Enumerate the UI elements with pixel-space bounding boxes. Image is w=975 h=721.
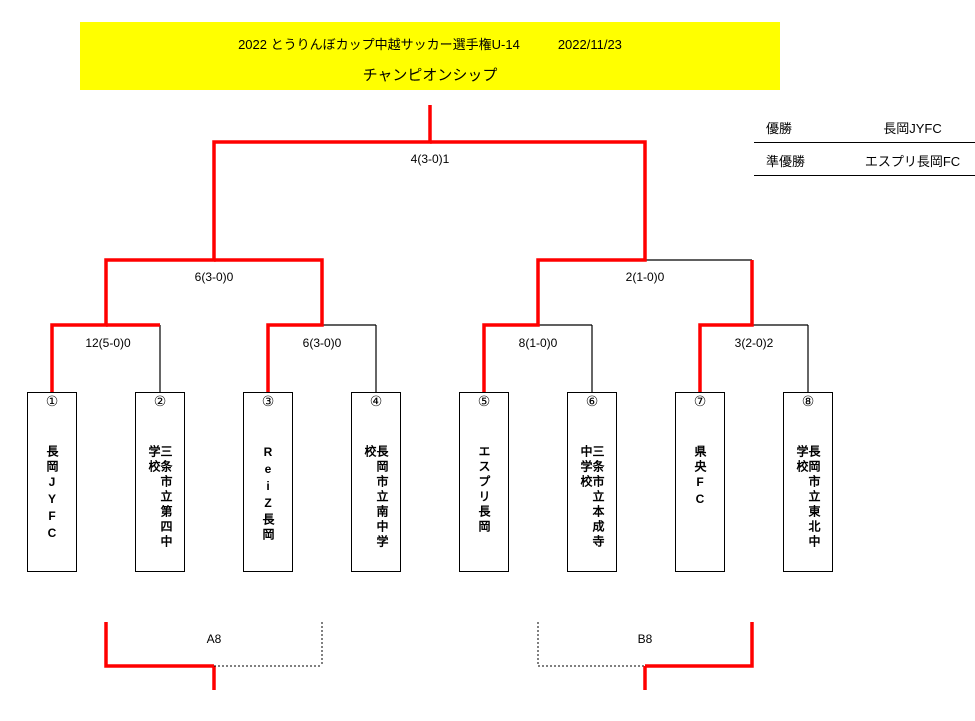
result-label: 優勝	[766, 121, 793, 136]
score-qf4: 3(2-0)2	[734, 336, 774, 350]
team-box-8: ⑧ 長岡市立東北中学校	[783, 392, 833, 572]
score-semi-right: 2(1-0)0	[625, 270, 665, 284]
group-label-b: B8	[637, 632, 653, 646]
group-bracket-b	[537, 622, 754, 690]
team-name: 県央FC	[693, 445, 707, 509]
score-qf3: 8(1-0)0	[518, 336, 558, 350]
header-subtitle: チャンピオンシップ	[362, 67, 498, 84]
team-name: 長岡市立東北中学校	[795, 445, 821, 550]
team-number: ④	[369, 393, 383, 409]
team-number: ②	[153, 393, 167, 409]
result-value: エスプリ長岡FC	[864, 154, 961, 169]
result-label: 準優勝	[766, 154, 806, 169]
team-name: エスプリ長岡	[477, 445, 491, 535]
result-row-champion: 優勝 長岡JYFC	[754, 110, 975, 143]
score-qf1: 12(5-0)0	[85, 336, 131, 350]
team-number: ⑤	[477, 393, 491, 409]
team-box-5: ⑤ エスプリ長岡	[459, 392, 509, 572]
header-year: 2022	[238, 37, 267, 52]
result-value: 長岡JYFC	[883, 121, 942, 136]
header-title: とうりんぼカップ中越サッカー選手権U-14	[270, 37, 520, 52]
team-box-6: ⑥ 三条市立本成寺中学校	[567, 392, 617, 572]
team-number: ⑥	[585, 393, 599, 409]
team-box-3: ③ ReiZ長岡	[243, 392, 293, 572]
team-number: ①	[45, 393, 59, 409]
team-box-1: ① 長岡JYFC	[27, 392, 77, 572]
header-title-line: 2022 とうりんぼカップ中越サッカー選手権U-14 2022/11/23	[80, 34, 780, 53]
team-name: 三条市立本成寺中学校	[579, 445, 605, 550]
team-number: ⑦	[693, 393, 707, 409]
score-final: 4(3-0)1	[410, 152, 450, 166]
team-box-2: ② 三条市立第四中学校	[135, 392, 185, 572]
result-row-runner-up: 準優勝 エスプリ長岡FC	[754, 143, 975, 176]
bracket-red-lines	[50, 105, 754, 392]
score-qf2: 6(3-0)0	[302, 336, 342, 350]
team-name: 長岡市立南中学校	[363, 445, 389, 550]
team-number: ③	[261, 393, 275, 409]
bracket-black-lines	[159, 259, 809, 392]
team-number: ⑧	[801, 393, 815, 409]
header-banner: 2022 とうりんぼカップ中越サッカー選手権U-14 2022/11/23 チャン…	[80, 22, 780, 90]
header-date: 2022/11/23	[557, 37, 622, 52]
score-semi-left: 6(3-0)0	[194, 270, 234, 284]
team-box-7: ⑦ 県央FC	[675, 392, 725, 572]
team-name: ReiZ長岡	[261, 445, 275, 543]
team-name: 三条市立第四中学校	[147, 445, 173, 550]
result-table: 優勝 長岡JYFC 準優勝 エスプリ長岡FC	[754, 110, 975, 176]
team-box-4: ④ 長岡市立南中学校	[351, 392, 401, 572]
group-bracket-a	[104, 622, 323, 690]
group-label-a: A8	[206, 632, 222, 646]
team-name: 長岡JYFC	[45, 445, 59, 543]
